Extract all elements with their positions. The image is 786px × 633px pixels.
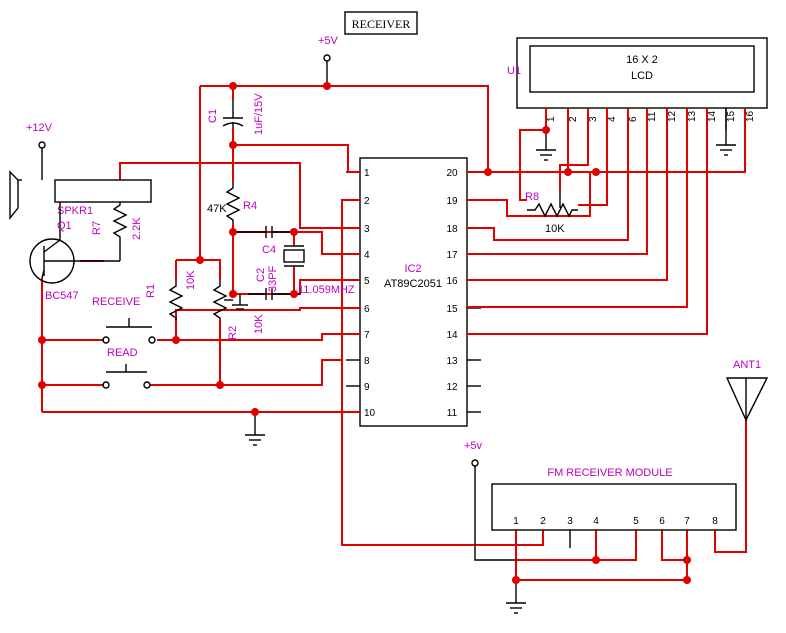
- r4-ref: R4: [243, 200, 257, 212]
- c2-value: 33PF: [267, 265, 279, 292]
- r4-value: 47K: [207, 203, 227, 215]
- switch-read: [102, 364, 151, 389]
- ground-symbols: [232, 108, 736, 614]
- lcd-pin-label: 12: [667, 110, 678, 122]
- q1-part: BC547: [45, 290, 79, 302]
- ic2-left-pin-label: 7: [364, 330, 370, 341]
- lcd-pin-label: 15: [726, 110, 737, 122]
- lcd-pin-label: 2: [568, 116, 579, 122]
- resistor-r4: 47K R4: [207, 182, 257, 225]
- ic2-left-pin-label: 2: [364, 196, 370, 207]
- ic2-right-pin-label: 20: [446, 168, 458, 179]
- antenna-label: ANT1: [733, 359, 761, 371]
- switch-receive-label: RECEIVE: [92, 296, 140, 308]
- r2-ref: R2: [227, 326, 239, 340]
- ic2-right-pin-label: 13: [446, 356, 458, 367]
- ic2-left-pin-label: 5: [364, 276, 370, 287]
- lcd-pin-label: 3: [588, 116, 599, 122]
- fm-pin-labels: 1 2 3 4 5 6 7 8: [513, 516, 718, 548]
- c2-ref: C2: [255, 268, 267, 282]
- ic2-left-pin-label: 8: [364, 356, 370, 367]
- fm-pin-label: 7: [684, 516, 690, 527]
- lcd-line2: LCD: [631, 70, 653, 82]
- speaker-ref: SPKR1: [57, 205, 93, 217]
- ic2-left-pin-label: 1: [364, 168, 370, 179]
- lcd-ref: U1: [507, 65, 521, 77]
- antenna-ant1: ANT1: [725, 359, 769, 422]
- vcc-12v: +12V: [26, 122, 53, 180]
- ic2-right-pin-label: 18: [446, 224, 458, 235]
- crystal-value: 11.059MHZ: [298, 284, 355, 296]
- switch-receive: RECEIVE READ: [92, 296, 156, 359]
- q1-ref: Q1: [57, 220, 72, 232]
- title-box: [344, 11, 418, 35]
- capacitor-c4: C4: [233, 226, 294, 256]
- ic2-left-pin-label: 3: [364, 224, 370, 235]
- ic2-ref: IC2: [404, 263, 421, 275]
- vcc-5v-top-label: +5V: [318, 35, 339, 47]
- fm-pin-label: 8: [712, 516, 718, 527]
- lcd-pin-label: 6: [628, 116, 639, 122]
- fm-title: FM RECEIVER MODULE: [547, 467, 672, 479]
- ic2-microcontroller: IC2 AT89C2051 12345678910201918171615141…: [346, 157, 481, 427]
- lcd-pin-label: 13: [687, 110, 698, 122]
- r2-value: 10K: [253, 314, 265, 334]
- r1-value: 10K: [185, 270, 197, 290]
- lcd-pin-label: 11: [647, 111, 658, 122]
- speaker-spkr1: SPKR1: [9, 170, 152, 220]
- c1-ref: C1: [207, 109, 219, 123]
- transistor-q1: Q1 BC547: [29, 202, 80, 302]
- resistor-r8: R8 10K: [525, 190, 578, 235]
- ic2-left-pin-label: 9: [364, 382, 370, 393]
- ic2-right-pin-label: 19: [446, 196, 458, 207]
- switch-read-label: READ: [107, 347, 138, 359]
- r1-ref: R1: [145, 284, 157, 298]
- junctions: [38, 82, 691, 584]
- c1-value: 1uF/15V: [253, 93, 265, 135]
- resistor-r7: R7 2.2K: [80, 198, 143, 262]
- ic2-right-pin-label: 15: [446, 304, 458, 315]
- fm-receiver-module: FM RECEIVER MODULE 1 2 3 4 5 6 7 8: [491, 467, 737, 548]
- vcc-5v-fm-label: +5v: [464, 440, 483, 452]
- fm-pin-label: 3: [567, 516, 573, 527]
- vcc-5v-top: +5V: [318, 35, 339, 86]
- fm-pin-label: 6: [659, 516, 665, 527]
- ic2-right-pin-label: 14: [446, 330, 458, 341]
- r8-value: 10K: [545, 223, 565, 235]
- resistor-r1: R1 10K: [145, 270, 197, 320]
- lcd-pin-label: 16: [745, 110, 756, 122]
- lcd-pin-label: 1: [546, 116, 557, 122]
- diagram-title: RECEIVER: [352, 17, 411, 31]
- ic2-right-pin-label: 12: [446, 382, 458, 393]
- fm-pin-label: 1: [513, 516, 519, 527]
- ic2-right-pin-label: 17: [446, 250, 458, 261]
- vcc-12v-label: +12V: [26, 122, 53, 134]
- crystal: 11.059MHZ: [283, 245, 355, 296]
- ic2-left-pin-label: 4: [364, 250, 370, 261]
- r7-value: 2.2K: [131, 217, 143, 240]
- capacitor-c2: C2 33PF: [248, 265, 300, 300]
- capacitor-c1: C1 1uF/15V: [207, 93, 265, 135]
- c4-ref: C4: [262, 244, 276, 256]
- fm-pin-label: 5: [633, 516, 639, 527]
- ic2-left-pin-label: 10: [364, 408, 376, 419]
- ic2-part: AT89C2051: [384, 278, 442, 290]
- r8-ref: R8: [525, 191, 539, 203]
- fm-pin-label: 4: [593, 516, 599, 527]
- r7-ref: R7: [91, 221, 103, 235]
- lcd-pin-label: 4: [607, 116, 618, 122]
- ic2-right-pin-label: 16: [446, 276, 458, 287]
- wiring: [41, 85, 747, 581]
- ic2-left-pin-label: 6: [364, 304, 370, 315]
- ic2-right-pin-label: 11: [447, 408, 458, 419]
- lcd-line1: 16 X 2: [626, 54, 658, 66]
- fm-pin-label: 2: [540, 516, 546, 527]
- lcd-pin-label: 14: [707, 110, 718, 122]
- resistor-r2: R2 10K: [212, 280, 265, 340]
- vcc-5v-fm: +5v: [464, 440, 516, 561]
